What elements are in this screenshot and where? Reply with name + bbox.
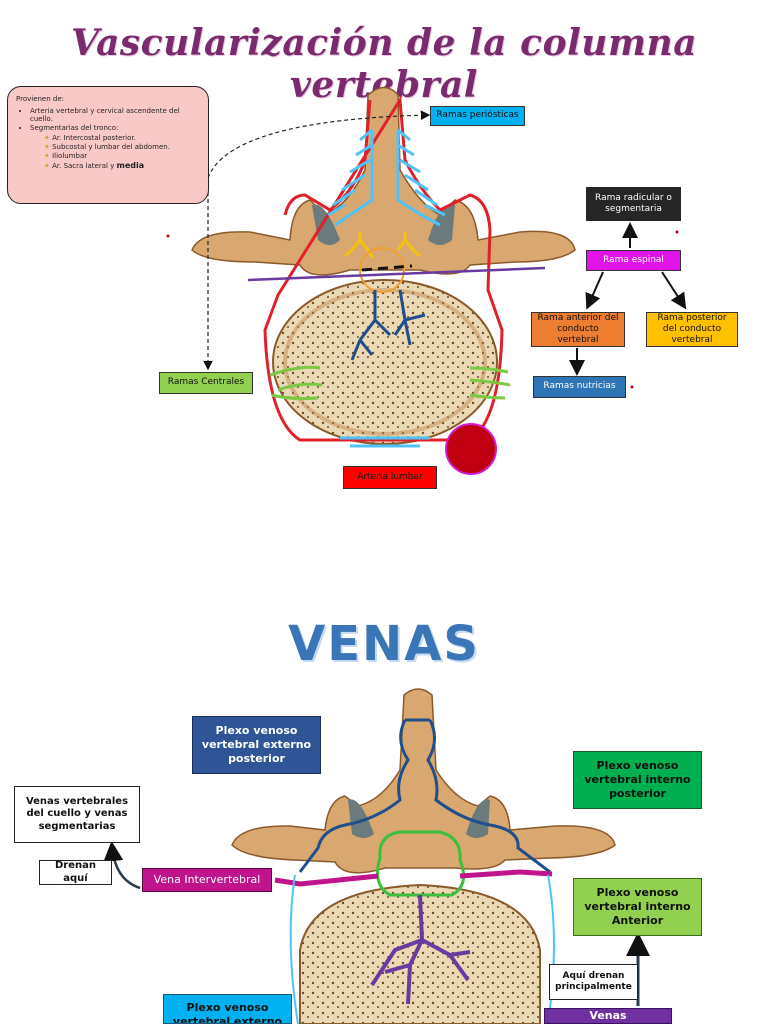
- sources-heading: Provienen de:: [16, 95, 65, 103]
- source-subitem-label: Ar. Sacra lateral y: [52, 162, 115, 170]
- label-posterior-canal-branch: Rama posterior del conducto vertebral: [646, 312, 738, 347]
- source-subitem: Subcostal y lumbar del abdomen.: [44, 143, 200, 151]
- label-int-posterior-plexus: Plexo venoso vertebral interno posterior: [573, 751, 702, 809]
- label-anterior-canal-branch: Rama anterior del conducto vertebral: [531, 312, 625, 347]
- central-branches: [269, 365, 511, 401]
- label-lumbar-artery: Arteria lumbar: [343, 466, 437, 489]
- label-ext-posterior-plexus: Plexo venoso vertebral externo posterior: [192, 716, 321, 774]
- label-drain-mainly: Aquí drenan principalmente: [549, 964, 638, 1000]
- source-item: Arteria vertebral y cervical ascendente …: [30, 107, 200, 123]
- veins-title: VENAS: [288, 616, 480, 672]
- label-periosteal-branches: Ramas periósticas: [430, 106, 525, 126]
- label-intervertebral-vein: Vena Intervertebral: [142, 868, 272, 892]
- internal-plexus: [376, 830, 466, 897]
- nutrient-branches: [350, 289, 426, 361]
- source-subitem: Ar. Sacra lateral y media: [44, 161, 200, 170]
- ext-posterior-plexus: [298, 718, 551, 874]
- label-spinal-branch: Rama espinal: [586, 250, 681, 271]
- source-item-label: Segmentarias del tronco:: [30, 124, 119, 132]
- label-basivertebral-veins: Venas: [544, 1008, 672, 1024]
- artery-sources-box: Provienen de: Arteria vertebral y cervic…: [7, 86, 209, 204]
- basivertebral-veins: [370, 894, 471, 1005]
- label-drain-here: Drenan aquí: [39, 860, 112, 885]
- source-subitem: Ar. Intercostal posterior.: [44, 134, 200, 142]
- label-nutrient-branches: Ramas nutricias: [533, 376, 626, 398]
- lumbar-artery-circle: [445, 423, 497, 475]
- bottom-vertebra-illustration: [231, 688, 616, 1024]
- label-int-anterior-plexus: Plexo venoso vertebral interno Anterior: [573, 878, 702, 936]
- source-subitem: Iliolumbar: [44, 152, 200, 160]
- label-radicular-branch: Rama radicular o segmentaria: [586, 187, 681, 221]
- main-title: Vascularización de la columna vertebral: [70, 22, 698, 106]
- top-vertebra-illustration: [191, 86, 576, 445]
- label-central-branches: Ramas Centrales: [159, 372, 253, 394]
- label-neck-veins: Venas vertebrales del cuello y venas seg…: [14, 786, 140, 843]
- spinal-branches: [344, 232, 421, 293]
- periosteal-branches: [327, 128, 446, 448]
- source-subitem-bold: media: [116, 161, 145, 170]
- label-ext-anterior-plexus: Plexo venoso vertebral externo: [163, 994, 292, 1024]
- source-item: Segmentarias del tronco: Ar. Intercostal…: [30, 124, 200, 170]
